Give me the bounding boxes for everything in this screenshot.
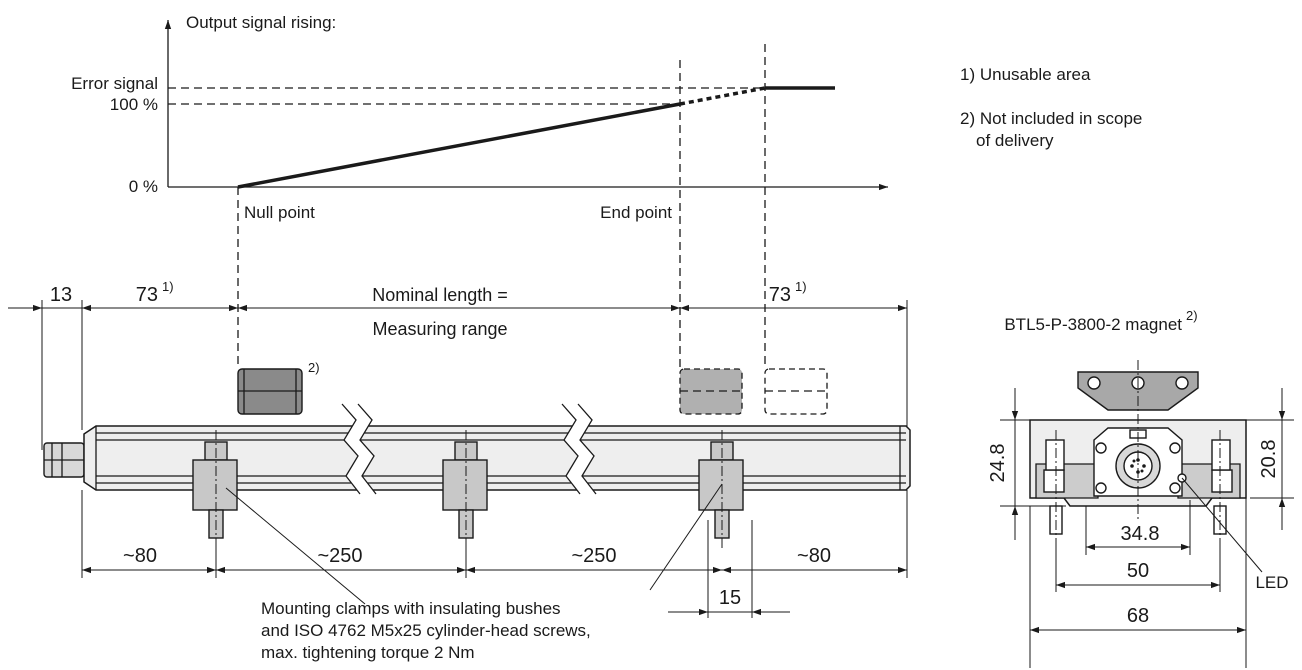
output-signal-graph: Output signal rising: Error signal 100 %… (71, 13, 888, 222)
dim-250-b: ~250 (571, 545, 616, 567)
notes: 1) Unusable area 2) Not included in scop… (960, 65, 1142, 150)
dim-73-left: 73 (136, 284, 158, 306)
graph-title: Output signal rising: (186, 13, 336, 32)
y-label-error-signal: Error signal (71, 74, 158, 93)
mounting-clamp-1 (192, 430, 238, 550)
dim-34-8: 34.8 (1121, 523, 1160, 545)
y-label-0: 0 % (129, 177, 158, 196)
nominal-length-label: Nominal length = (372, 285, 508, 305)
magnet-ref: 2) (308, 360, 320, 375)
callout-line1: Mounting clamps with insulating bushes (261, 599, 561, 618)
top-dimensions: 13 73 1) 73 1) Nominal length = Measurin… (8, 279, 908, 450)
x-label-end-point: End point (600, 203, 672, 222)
dim-73-right-ref: 1) (795, 279, 807, 294)
magnet-view-ref: 2) (1186, 308, 1198, 323)
mounting-clamp-2 (442, 430, 488, 550)
dim-24-8: 24.8 (987, 444, 1009, 483)
callout-line2: and ISO 4762 M5x25 cylinder-head screws, (261, 621, 591, 640)
dim-68: 68 (1127, 605, 1149, 627)
magnet-end-point (679, 368, 743, 415)
magnet-null-point: 2) (237, 360, 320, 415)
led-label: LED (1255, 573, 1288, 592)
callout-line3: max. tightening torque 2 Nm (261, 643, 475, 662)
dim-80-left: ~80 (123, 545, 157, 567)
magnet-end-view: BTL5-P-3800-2 magnet 2) (987, 308, 1294, 668)
dim-15: 15 (719, 587, 741, 609)
dim-13: 13 (50, 284, 72, 306)
mounting-clamps-callout: Mounting clamps with insulating bushes a… (225, 483, 723, 662)
dim-20-8: 20.8 (1258, 440, 1280, 479)
dim-50: 50 (1127, 560, 1149, 582)
dim-80-right: ~80 (797, 545, 831, 567)
measuring-range-label: Measuring range (372, 319, 507, 339)
note-2-line1: 2) Not included in scope (960, 109, 1142, 128)
y-label-100: 100 % (110, 95, 158, 114)
dim-73-right: 73 (769, 284, 791, 306)
signal-ramp-line (237, 102, 681, 189)
bottom-dimensions: ~80 ~250 ~250 ~80 15 (81, 490, 908, 618)
dim-73-left-ref: 1) (162, 279, 174, 294)
note-2-line2: of delivery (976, 131, 1054, 150)
note-1: 1) Unusable area (960, 65, 1091, 84)
magnet-view-title: BTL5-P-3800-2 magnet (1004, 315, 1182, 334)
magnet-error-point (764, 368, 828, 415)
x-label-null-point: Null point (244, 203, 315, 222)
dim-250-a: ~250 (317, 545, 362, 567)
signal-unusable-dotted (679, 86, 766, 106)
